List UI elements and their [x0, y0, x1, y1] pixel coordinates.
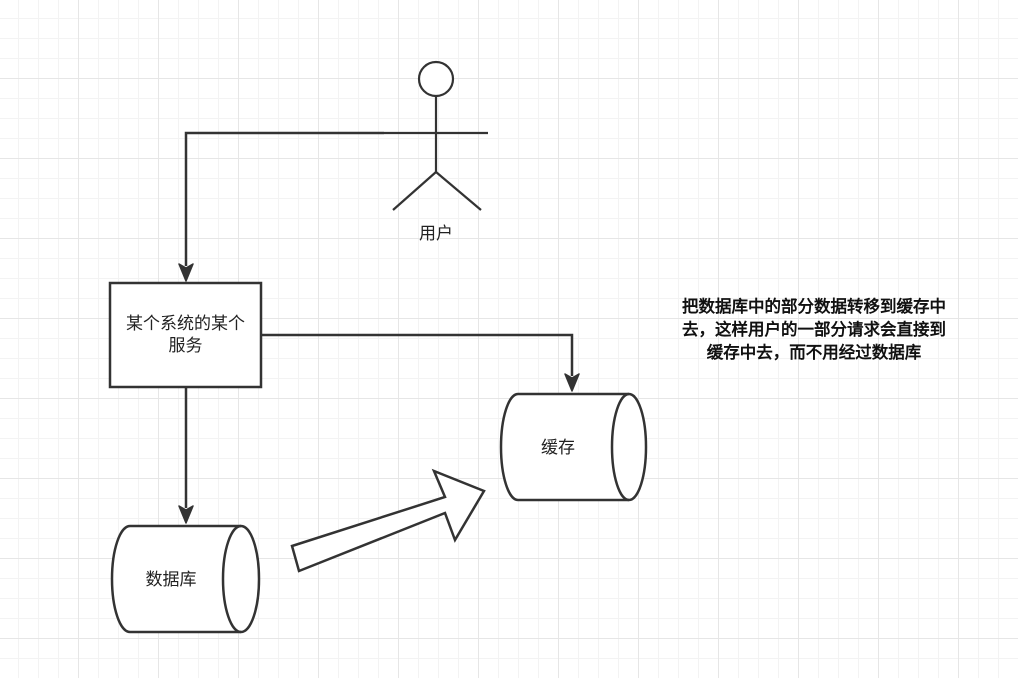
arrowhead: [178, 505, 194, 524]
arrowhead: [564, 373, 580, 392]
cache-cylinder[interactable]: [499, 392, 648, 502]
actor-left-leg: [392, 171, 437, 211]
actor-right-leg: [435, 171, 482, 211]
user-actor[interactable]: [384, 60, 488, 211]
cache-label: 缓存: [541, 438, 575, 458]
user-label: 用户: [419, 224, 453, 244]
actor-head: [417, 60, 455, 98]
connector-user-to-service[interactable]: [178, 131, 384, 282]
migration-arrow[interactable]: [290, 468, 486, 573]
arrowhead: [178, 263, 194, 282]
database-cylinder[interactable]: [110, 524, 261, 634]
database-label: 数据库: [145, 570, 197, 590]
connector-service-to-database[interactable]: [178, 387, 194, 524]
connector-service-to-cache[interactable]: [261, 333, 580, 392]
service-label: 某个系统的某个服务: [126, 314, 245, 356]
annotation-text: 把数据库中的部分数据转移到缓存中去，这样用户的一部分请求会直接到缓存中去，而不用…: [682, 297, 946, 362]
